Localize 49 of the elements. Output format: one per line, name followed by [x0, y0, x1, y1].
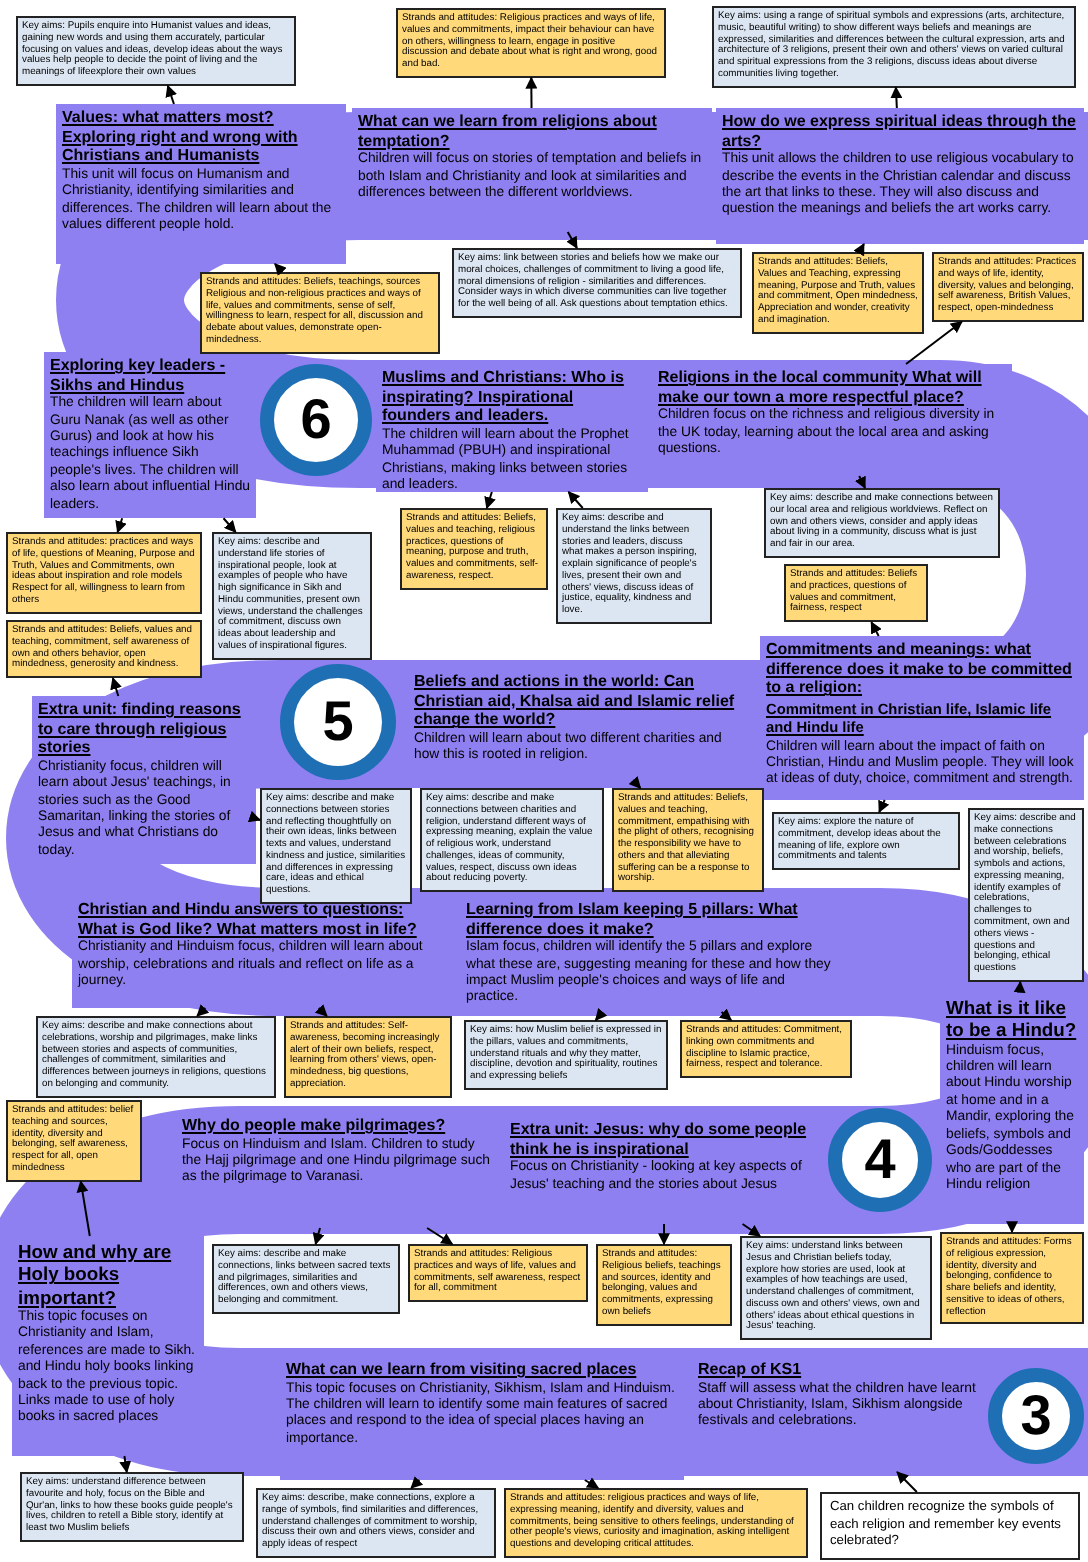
unit-heading: How and why are Holy books important? [18, 1240, 174, 1308]
unit-heading: What is it like to be a Hindu? [946, 996, 1078, 1042]
arrow [274, 263, 287, 276]
arrow [196, 1004, 210, 1017]
unit-heading: Extra unit: finding reasons to care through religious stories [38, 700, 243, 758]
unit-heading: Religions in the local community What will make our town a more respectful place? [658, 368, 984, 407]
unit-heading: Beliefs and actions in the world: Can Christian aid, Khalsa aid and Islamic relief change the world? [414, 672, 737, 730]
arrow [853, 242, 865, 257]
arrow [567, 491, 584, 509]
unit-heading: Muslims and Christians: Who is inspirating? Inspirational founders and leaders. [382, 368, 626, 426]
unit-heading: Recap of KS1 [698, 1360, 804, 1380]
arrow [426, 1227, 454, 1245]
unit-heading: What can we learn from religions about temptation? [358, 112, 659, 151]
arrow [583, 1477, 600, 1489]
unit-heading: Why do people make pilgrimages? [182, 1116, 448, 1136]
unit-heading: How do we express spiritual ideas through the arts? [722, 112, 1078, 151]
arrow [222, 517, 237, 533]
arrow [314, 1004, 328, 1017]
arrow [1006, 1221, 1018, 1234]
unit-heading: Exploring key leaders - Sikhs and Hindus [50, 356, 228, 395]
arrow [594, 1007, 608, 1021]
unit-heading: Values: what matters most? Exploring right and wrong with Christians and Humanists [62, 108, 300, 166]
arrow [76, 1180, 91, 1237]
unit-heading: Learning from Islam keeping 5 pillars: What difference does it make? [466, 900, 800, 939]
arrow [628, 776, 642, 789]
arrow [905, 320, 963, 365]
arrow [1013, 980, 1026, 994]
arrow [658, 1223, 670, 1246]
arrow [525, 76, 538, 109]
arrow [890, 86, 903, 109]
unit-heading: Extra unit: Jesus: why do some people think he is inspirational [510, 1120, 809, 1159]
arrow [854, 475, 867, 490]
unit-heading: Commitments and meanings: what difference does it make to be committed to a religion: [766, 640, 1074, 698]
arrow [312, 1227, 325, 1246]
unit-heading: Christian and Hindu answers to questions: What is God like? What matters most in life? [78, 900, 419, 939]
arrow [165, 84, 177, 105]
arrow [870, 621, 882, 637]
arrow [566, 231, 578, 250]
arrow [410, 1476, 424, 1489]
unit-heading: What can we learn from visiting sacred places [286, 1360, 639, 1380]
arrow [484, 491, 496, 510]
arrow [247, 810, 262, 823]
arrow [110, 677, 122, 697]
arrow [741, 1223, 761, 1237]
arrow [896, 1471, 918, 1493]
arrow [115, 517, 127, 534]
arrow [119, 1455, 132, 1474]
arrow [718, 1008, 733, 1021]
arrow [878, 799, 890, 814]
